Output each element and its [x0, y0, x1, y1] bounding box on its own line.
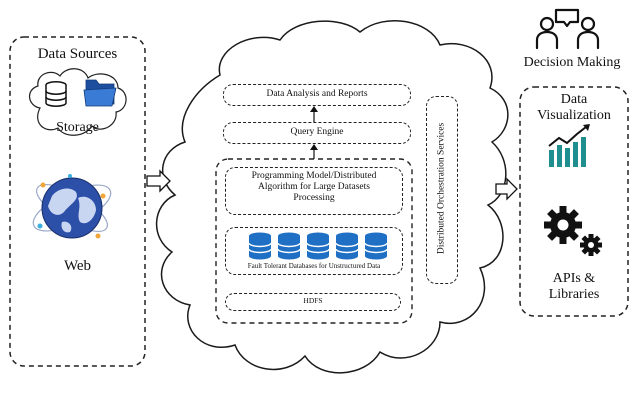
db-cylinder: [277, 232, 301, 260]
folder-icon: [83, 79, 117, 107]
db-cylinder: [364, 232, 388, 260]
arrow-cloud-to-outputs: [495, 177, 518, 201]
decision-making-label: Decision Making: [523, 55, 621, 70]
db-cylinder: [248, 232, 272, 260]
fault-tolerant-db-box: [225, 227, 403, 275]
fault-tolerant-db-label: Fault Tolerant Databases for Unstructure…: [247, 262, 381, 270]
bar-chart-icon: [548, 124, 590, 167]
db-cylinder: [335, 232, 359, 260]
programming-model-label: Programming Model/Distributed Algorithm …: [251, 171, 377, 203]
data-sources-title: Data Sources: [37, 46, 118, 62]
arrow-stack-to-query: [310, 144, 318, 159]
database-icon: [45, 81, 67, 107]
arrow-sources-to-cloud: [146, 169, 171, 193]
gears-icon: [544, 206, 602, 256]
query-engine-box: [223, 122, 411, 144]
hdfs-box: [225, 293, 401, 311]
db-cylinder: [306, 232, 330, 260]
globe-icon: [32, 174, 112, 239]
programming-model-box: [225, 167, 403, 215]
data-sources-panel: [9, 36, 146, 367]
apis-libraries-label: APIs & Libraries: [548, 271, 600, 303]
database-cylinders: [248, 232, 388, 260]
data-analysis-box: [223, 84, 411, 106]
query-engine-label: Query Engine: [290, 127, 344, 137]
data-visualization-label: Data Visualization: [537, 92, 611, 124]
data-analysis-label: Data Analysis and Reports: [266, 89, 368, 99]
outputs-panel: [519, 86, 629, 317]
people-chat-icon: [535, 8, 600, 50]
orchestration-box: [426, 96, 458, 284]
arrow-query-to-analysis: [310, 106, 318, 124]
web-label: Web: [63, 258, 92, 274]
orchestration-label: Distributed Orchestration Services: [436, 122, 447, 255]
hdfs-label: HDFS: [303, 296, 323, 305]
storage-label: Storage: [56, 120, 99, 135]
